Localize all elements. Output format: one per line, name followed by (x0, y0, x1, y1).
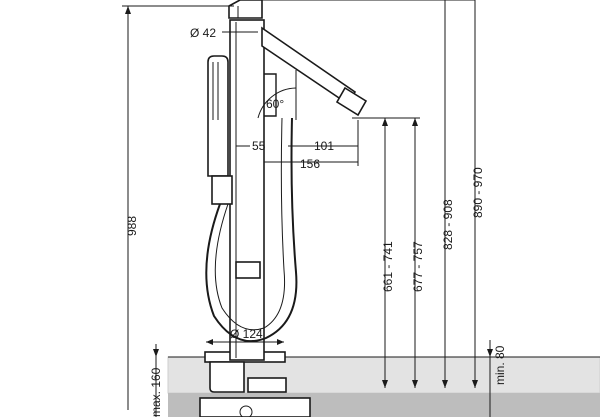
mounting-screw (239, 405, 253, 417)
dim-890-970: 890 - 970 (471, 167, 485, 218)
base-shroud (209, 361, 245, 393)
main-column (229, 19, 265, 361)
hose-guide (264, 73, 277, 117)
arrow (487, 349, 493, 357)
hose-weight (235, 261, 261, 279)
arrow (277, 339, 284, 345)
dim-101: 101 (314, 139, 334, 153)
dim-988: 988 (125, 216, 139, 236)
arrow (206, 339, 213, 345)
dim-55: 55 (252, 139, 266, 153)
lever-handle (228, 0, 263, 19)
dim-angle60: 60° (266, 97, 284, 111)
angle-arc (257, 87, 297, 119)
hose-outer (205, 117, 298, 343)
spout-outlet (335, 86, 368, 117)
dim-661-741: 661 - 741 (381, 241, 395, 292)
shower-holder (211, 175, 233, 205)
dim-dia42: Ø 42 (190, 26, 216, 40)
dim-dia124: Ø 124 (230, 327, 263, 341)
hose-inner (214, 117, 286, 331)
arrow (412, 118, 418, 126)
dim-677-757: 677 - 757 (411, 241, 425, 292)
arrow (153, 349, 159, 357)
arrow (382, 380, 388, 388)
arrow (442, 380, 448, 388)
arrow (472, 380, 478, 388)
arrow (125, 6, 131, 14)
dim-156: 156 (300, 157, 320, 171)
dim-828-908: 828 - 908 (441, 199, 455, 250)
base-ring (247, 377, 287, 393)
arrow (382, 118, 388, 126)
dim-min80: min. 80 (493, 345, 507, 385)
arrow (412, 380, 418, 388)
mounting-unit (199, 397, 311, 417)
dim-max160: max. 160 (149, 367, 163, 417)
